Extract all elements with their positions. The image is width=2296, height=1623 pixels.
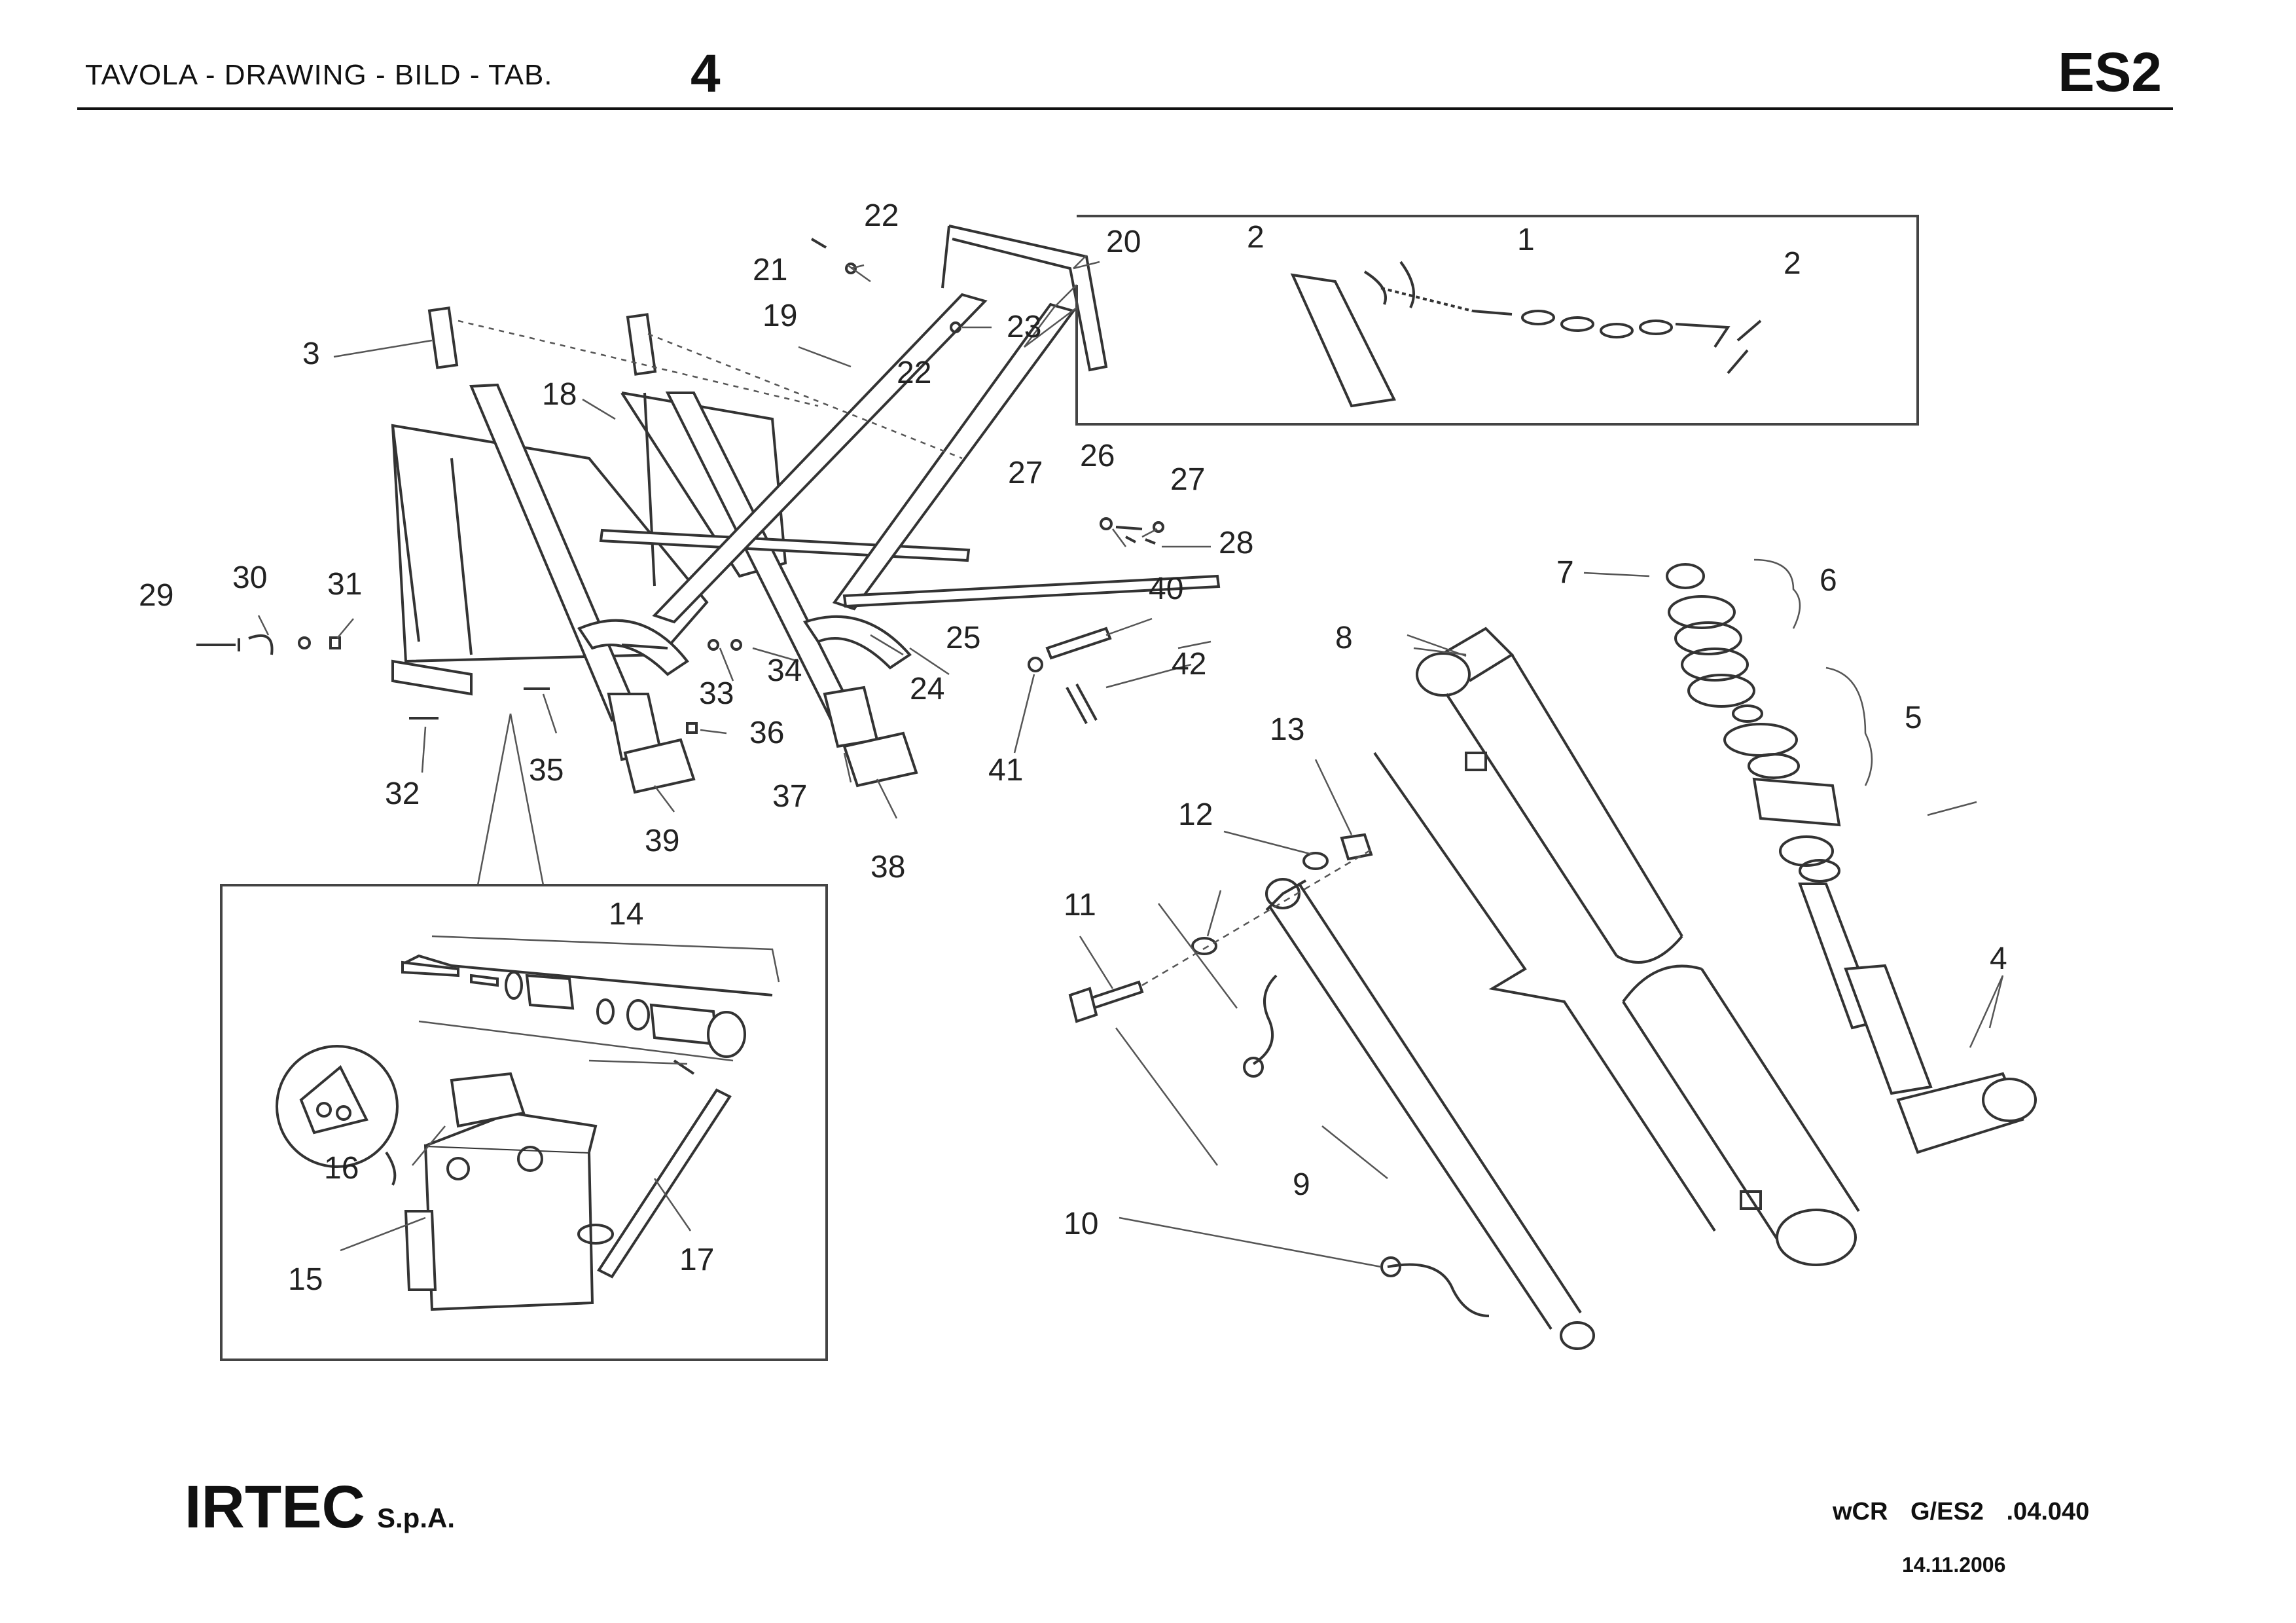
label-part-27-left: 27	[1008, 456, 1043, 490]
label-part-4: 4	[1990, 941, 2007, 976]
header-rule	[77, 107, 2173, 110]
label-part-14: 14	[609, 897, 643, 932]
label-part-12: 12	[1178, 797, 1213, 832]
label-part-2-left: 2	[1247, 220, 1265, 255]
label-part-38: 38	[870, 850, 905, 884]
label-part-27-right: 27	[1170, 462, 1205, 497]
label-part-36: 36	[749, 716, 784, 750]
label-part-34: 34	[767, 653, 802, 688]
label-part-35: 35	[529, 753, 564, 788]
label-part-33: 33	[699, 676, 734, 711]
label-part-37: 37	[772, 779, 807, 814]
company-name: IRTEC	[185, 1474, 365, 1541]
cylinder-assembly	[1068, 563, 2037, 1350]
label-part-41: 41	[988, 753, 1023, 788]
label-part-5: 5	[1905, 701, 1922, 735]
label-part-2-right: 2	[1784, 246, 1801, 281]
document-code: wCR G/ES2 .04.040	[1833, 1498, 2090, 1525]
label-part-13: 13	[1270, 712, 1304, 747]
label-part-3: 3	[302, 337, 320, 371]
label-part-17: 17	[679, 1243, 714, 1277]
leader-lines	[257, 255, 2004, 1268]
label-part-11: 11	[1064, 888, 1096, 922]
frame-assembly	[196, 225, 1221, 794]
label-part-6: 6	[1820, 563, 1837, 598]
label-part-32: 32	[385, 776, 420, 811]
part-labels: 1 2 2 3 4 5 6 7 8 9 10 11 12 13 14 15 16…	[139, 198, 2007, 1297]
label-part-39: 39	[645, 824, 679, 858]
label-part-10: 10	[1064, 1207, 1098, 1241]
label-part-40: 40	[1149, 572, 1183, 606]
label-part-23: 23	[1007, 310, 1041, 344]
company-suffix: S.p.A.	[377, 1503, 456, 1533]
label-part-1: 1	[1517, 223, 1535, 257]
label-part-22-bottom: 22	[897, 356, 931, 390]
label-part-19: 19	[762, 299, 797, 333]
label-part-26: 26	[1080, 439, 1115, 473]
label-part-9: 9	[1293, 1167, 1310, 1202]
label-part-31: 31	[327, 567, 362, 602]
label-part-8: 8	[1335, 621, 1353, 655]
table-number: 4	[691, 44, 721, 103]
label-part-20: 20	[1106, 225, 1141, 259]
label-part-29: 29	[139, 578, 173, 613]
label-part-15: 15	[288, 1262, 323, 1297]
label-part-42: 42	[1172, 647, 1206, 682]
label-part-25: 25	[946, 621, 980, 655]
label-part-28: 28	[1219, 526, 1253, 560]
label-part-24: 24	[910, 672, 944, 706]
company-logo: IRTEC S.p.A.	[185, 1473, 455, 1542]
label-part-7: 7	[1556, 555, 1574, 590]
label-part-21: 21	[753, 253, 787, 287]
model-code: ES2	[2058, 41, 2162, 103]
chain-detail-inset	[1024, 215, 1919, 426]
pump-detail-inset	[220, 713, 828, 1361]
label-part-18: 18	[542, 377, 577, 412]
label-part-16: 16	[324, 1151, 359, 1186]
label-part-30: 30	[232, 560, 267, 595]
document-date: 14.11.2006	[1902, 1553, 2006, 1577]
label-part-22-top: 22	[864, 198, 899, 233]
drawing-title: TAVOLA - DRAWING - BILD - TAB.	[85, 59, 553, 91]
